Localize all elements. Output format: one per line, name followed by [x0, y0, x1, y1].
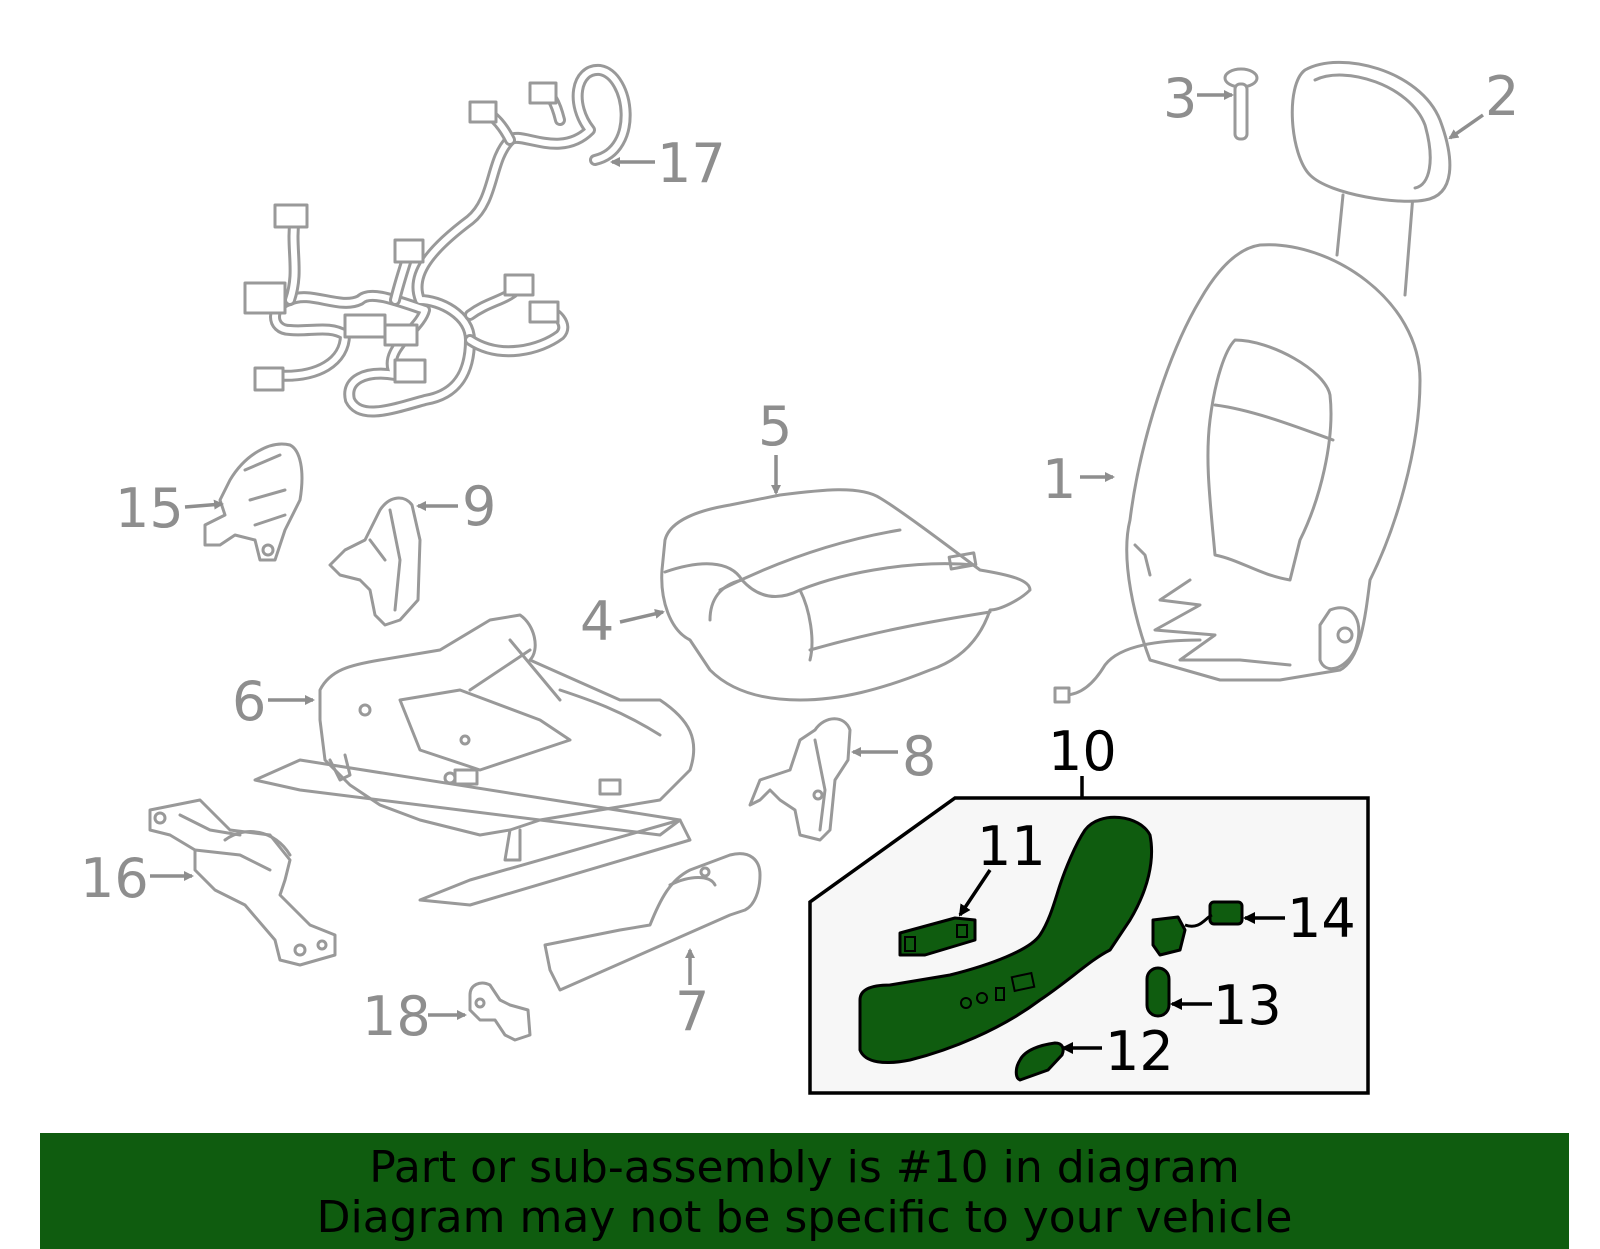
callout-3: 3	[1163, 67, 1197, 130]
banner-line-2: Diagram may not be specific to your vehi…	[316, 1192, 1293, 1243]
banner-line-1: Part or sub-assembly is #10 in diagram	[369, 1142, 1240, 1193]
headrest-part-2[interactable]	[1290, 60, 1452, 297]
clip-part-18[interactable]	[468, 981, 532, 1042]
outer-shield-part-7[interactable]	[543, 852, 762, 992]
notice-banner: Part or sub-assembly is #10 in diagram D…	[40, 1133, 1569, 1249]
headrest-guide-part-3[interactable]	[1223, 67, 1259, 141]
callout-17: 17	[657, 132, 726, 195]
side-shield-part-10[interactable]	[858, 815, 1154, 1064]
callout-5: 5	[758, 395, 792, 458]
seat-frame-part-6[interactable]	[253, 613, 696, 907]
recliner-part-16[interactable]	[148, 798, 337, 967]
callout-16: 16	[80, 847, 149, 910]
callout-12: 12	[1105, 1020, 1174, 1083]
callout-1: 1	[1042, 448, 1076, 511]
wire-harness-part-17[interactable]	[243, 64, 632, 418]
callout-arrows	[150, 90, 1485, 1020]
seat-cushion-cover-part-5[interactable]	[660, 488, 1032, 702]
callout-2: 2	[1485, 65, 1519, 128]
callout-6: 6	[232, 670, 266, 733]
connector-part-14[interactable]	[1151, 900, 1244, 957]
callout-9: 9	[462, 475, 496, 538]
callout-8: 8	[902, 725, 936, 788]
trim-cover-part-8[interactable]	[748, 717, 852, 842]
callout-7: 7	[675, 980, 709, 1043]
callout-10: 10	[1048, 720, 1117, 783]
callout-11: 11	[977, 815, 1046, 878]
knob-part-13[interactable]	[1145, 966, 1171, 1018]
callout-15: 15	[115, 477, 184, 540]
inset-callout-arrows	[958, 869, 1285, 1054]
side-bracket-part-15[interactable]	[203, 442, 304, 562]
callout-4: 4	[580, 590, 614, 653]
seat-back-part-1[interactable]	[1053, 243, 1422, 704]
trim-cover-part-9[interactable]	[328, 496, 422, 627]
callout-13: 13	[1213, 974, 1282, 1037]
seat-switch-part-11[interactable]	[898, 916, 977, 957]
callout-18: 18	[362, 985, 431, 1048]
callout-14: 14	[1287, 887, 1356, 950]
